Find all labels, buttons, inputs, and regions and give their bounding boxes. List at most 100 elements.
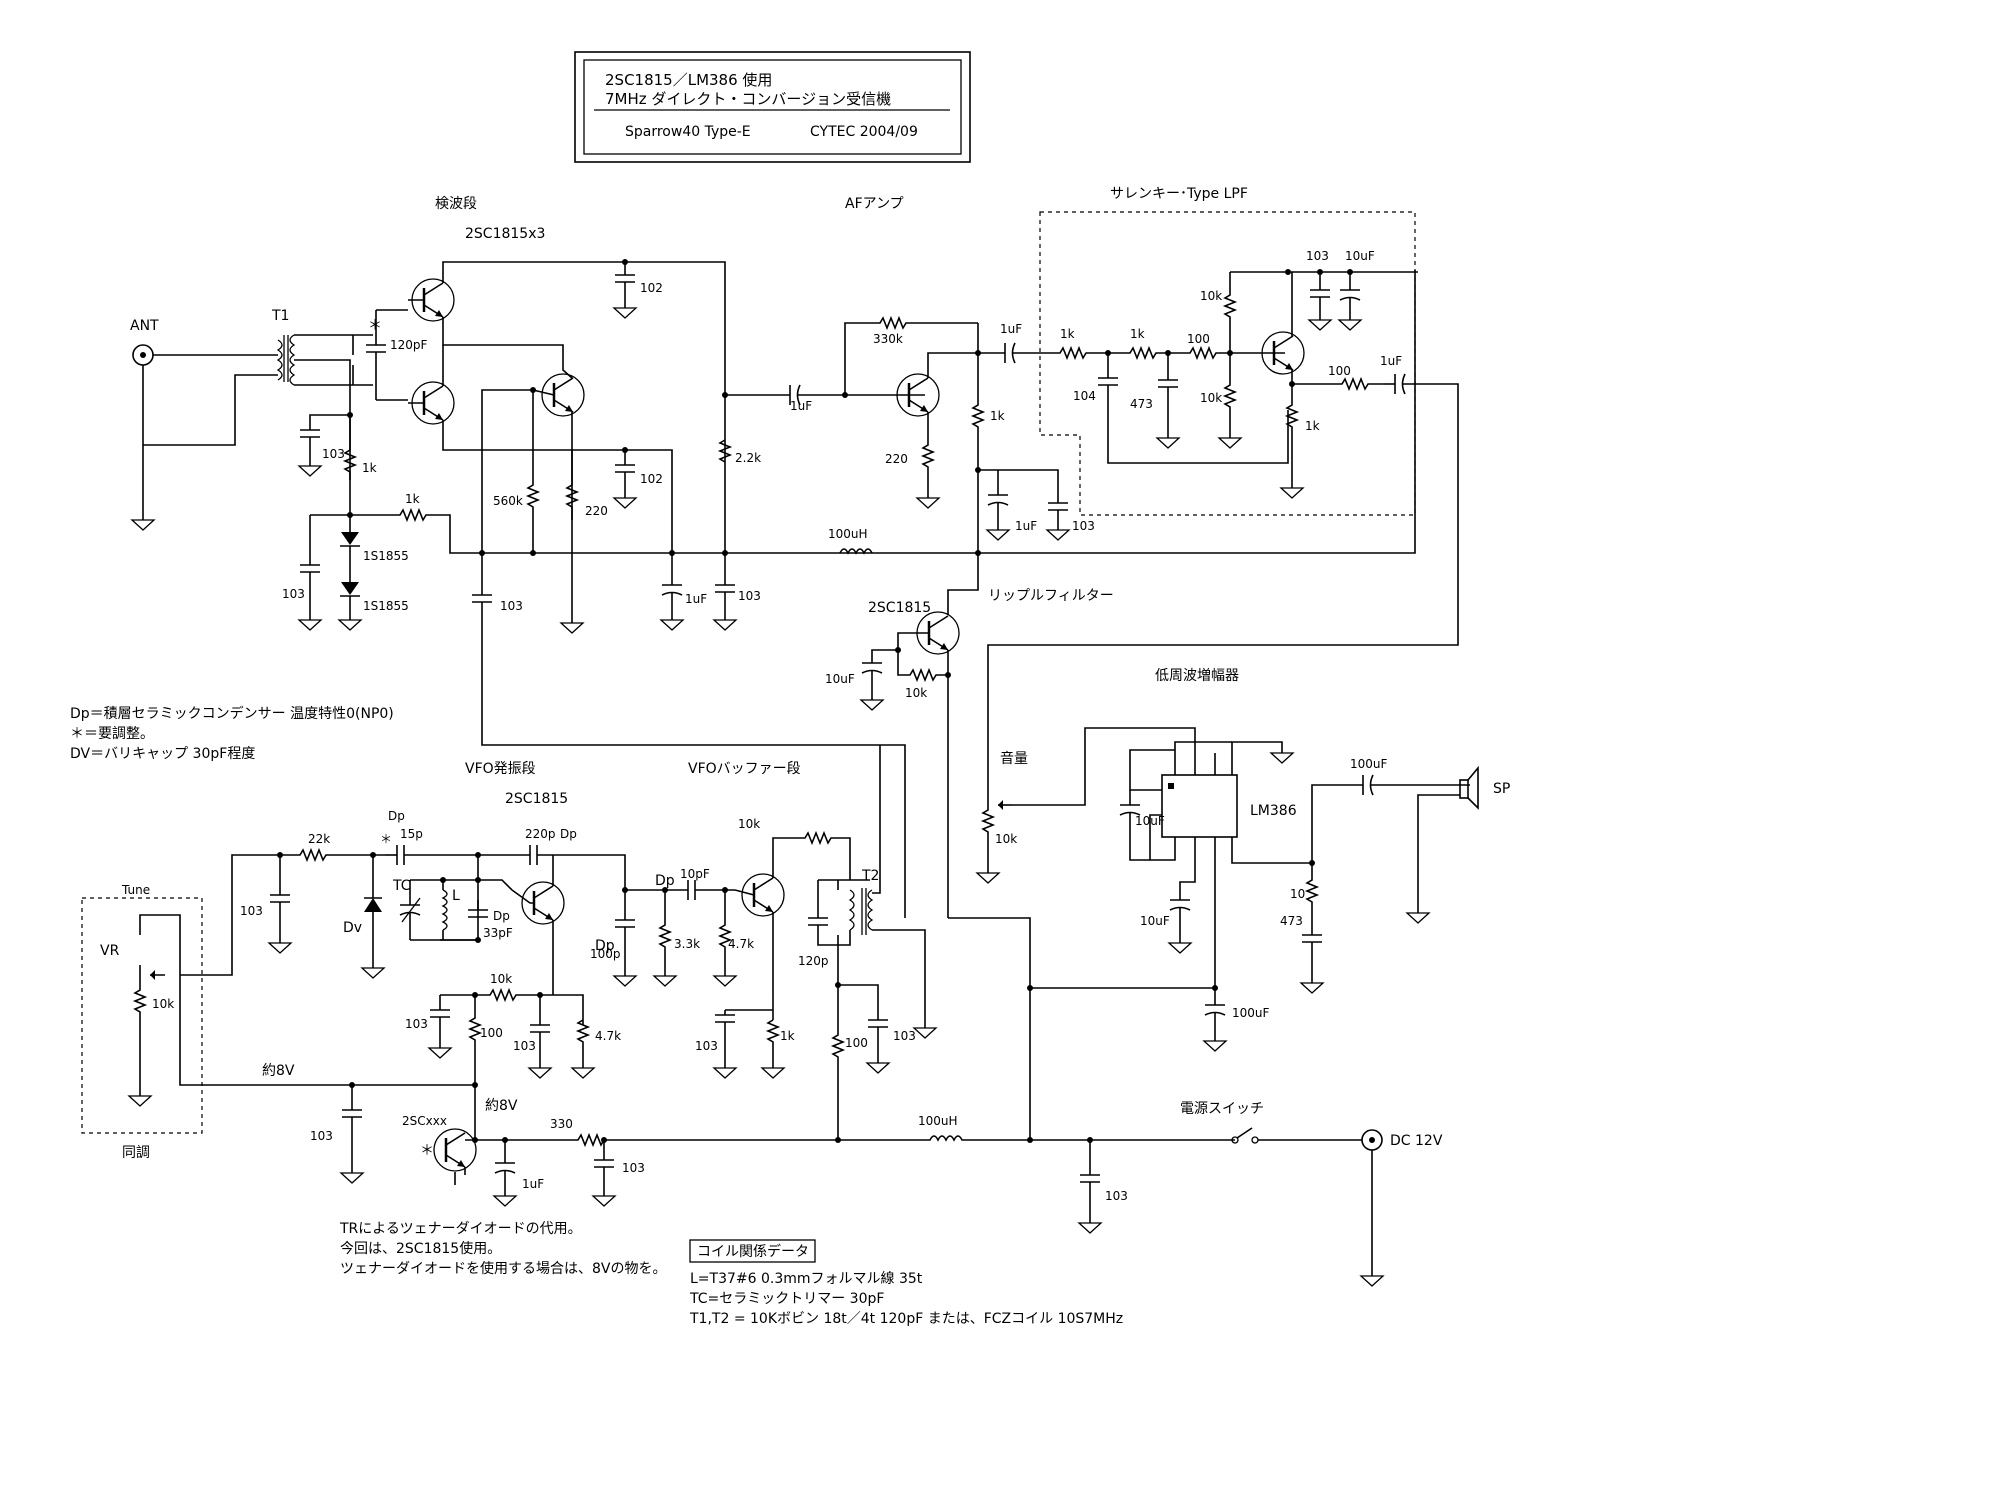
svg-text:22k: 22k [308,832,330,846]
svg-text:L=T37#6 0.3mmフォルマル線 35t: L=T37#6 0.3mmフォルマル線 35t [690,1271,923,1287]
svg-text:102: 102 [640,472,663,486]
svg-text:4.7k: 4.7k [595,1029,621,1043]
svg-text:T2: T2 [861,868,879,884]
svg-text:100p: 100p [590,947,621,961]
section-vfo-tr: 2SC1815 [505,791,568,807]
note-dp: Dp＝積層セラミックコンデンサー 温度特性0(NP0) [70,705,394,722]
section-power-switch: 電源スイッチ [1180,1101,1264,1117]
svg-text:120p: 120p [798,954,829,968]
svg-text:10k: 10k [490,972,512,986]
section-ripple-tr: 2SC1815 [868,600,931,616]
svg-text:102: 102 [640,281,663,295]
svg-text:120pF: 120pF [390,338,428,352]
svg-text:1k: 1k [1305,419,1320,433]
svg-text:1uF: 1uF [1380,354,1402,368]
svg-text:1k: 1k [1060,327,1075,341]
svg-text:330: 330 [550,1117,573,1131]
section-ripple: リップルフィルター [988,588,1114,604]
note-tr1: TRによるツェナーダイオードの代用。 [339,1221,582,1237]
svg-text:LM386: LM386 [1250,803,1297,819]
svg-text:1S1855: 1S1855 [363,549,409,563]
tune-box-label: Tune [121,883,150,897]
title-line2: 7MHz ダイレクト・コンバージョン受信機 [605,90,891,108]
power-switch[interactable] [1231,1127,1259,1144]
svg-text:100: 100 [1328,364,1351,378]
svg-text:Dp: Dp [655,873,675,889]
svg-text:103: 103 [1306,249,1329,263]
diode-1s1855-2: 1S1855 [340,582,409,613]
svg-text:103: 103 [282,587,305,601]
svg-text:103: 103 [500,599,523,613]
dc-12v-connector: DC 12V [1361,1129,1443,1151]
svg-text:10k: 10k [1200,289,1222,303]
section-lpf: サレンキー･Type LPF [1110,186,1248,202]
svg-text:100uF: 100uF [1350,757,1388,771]
svg-text:220p: 220p [525,827,556,841]
svg-text:220: 220 [585,504,608,518]
svg-text:103: 103 [738,589,761,603]
svg-text:103: 103 [513,1039,536,1053]
svg-text:103: 103 [405,1017,428,1031]
svg-text:10k: 10k [1200,391,1222,405]
antenna-connector: ANT [130,318,159,366]
svg-text:約8V: 約8V [262,1063,295,1079]
transformer-t1: T1 [271,308,296,386]
note-tr2: 今回は、2SC1815使用。 [340,1240,501,1257]
svg-text:コイル関係データ: コイル関係データ [697,1243,809,1260]
section-af-amp: AFアンプ [845,196,904,212]
title-line1: 2SC1815／LM386 使用 [605,71,772,89]
svg-text:103: 103 [1072,519,1095,533]
svg-text:Dp: Dp [560,827,577,841]
transformer-t2: T2 120p [798,868,879,968]
svg-text:15p: 15p [400,827,423,841]
svg-text:TC: TC [392,878,411,894]
svg-text:10uF: 10uF [825,672,855,686]
coil-data: コイル関係データ L=T37#6 0.3mmフォルマル線 35t TC=セラミッ… [689,1239,1123,1327]
section-vfo-osc: VFO発振段 [465,761,536,777]
svg-text:T1,T2 = 10Kボビン 18t／4t 120pF また: T1,T2 = 10Kボビン 18t／4t 120pF または、FCZコイル 1… [689,1311,1123,1327]
svg-text:103: 103 [322,447,345,461]
svg-text:2.2k: 2.2k [735,451,761,465]
svg-text:10: 10 [1290,887,1305,901]
svg-text:10k: 10k [905,686,927,700]
svg-text:1uF: 1uF [1015,519,1037,533]
section-vfo-buf: VFOバッファー段 [688,761,801,777]
note-tr3: ツェナーダイオードを使用する場合は、8Vの物を。 [340,1260,666,1277]
svg-text:DC 12V: DC 12V [1390,1133,1443,1149]
svg-text:100uH: 100uH [828,527,868,541]
transistor-vfo-osc [520,880,566,926]
t1-label: T1 [271,308,289,324]
tune-box [81,897,203,1134]
svg-text:103: 103 [240,904,263,918]
svg-text:1k: 1k [405,492,420,506]
tune-label: 同調 [122,1145,150,1161]
lm386-ic: LM386 [1161,774,1297,838]
svg-text:220: 220 [885,452,908,466]
svg-text:1k: 1k [1130,327,1145,341]
speaker: SP [1459,765,1510,810]
svg-text:330k: 330k [873,332,903,346]
trimmer-tc: TC [392,878,421,940]
svg-text:103: 103 [893,1029,916,1043]
svg-text:10k: 10k [995,832,1017,846]
svg-text:＊: ＊ [420,1143,434,1159]
svg-text:約8V: 約8V [485,1098,518,1114]
svg-text:103: 103 [695,1039,718,1053]
svg-text:Dp: Dp [493,909,510,923]
svg-text:103: 103 [622,1161,645,1175]
note-dv: DV＝バリキャップ 30pF程度 [70,746,255,762]
svg-text:560k: 560k [493,494,523,508]
svg-text:10k: 10k [152,997,174,1011]
svg-text:4.7k: 4.7k [728,937,754,951]
svg-text:1k: 1k [990,409,1005,423]
svg-text:3.3k: 3.3k [674,937,700,951]
svg-text:473: 473 [1280,914,1303,928]
svg-text:100uH: 100uH [918,1114,958,1128]
svg-text:100: 100 [480,1026,503,1040]
svg-text:1uF: 1uF [1000,322,1022,336]
svg-text:103: 103 [310,1129,333,1143]
svg-text:100: 100 [1187,332,1210,346]
title-block: 2SC1815／LM386 使用 7MHz ダイレクト・コンバージョン受信機 S… [574,51,971,163]
svg-text:1uF: 1uF [522,1177,544,1191]
